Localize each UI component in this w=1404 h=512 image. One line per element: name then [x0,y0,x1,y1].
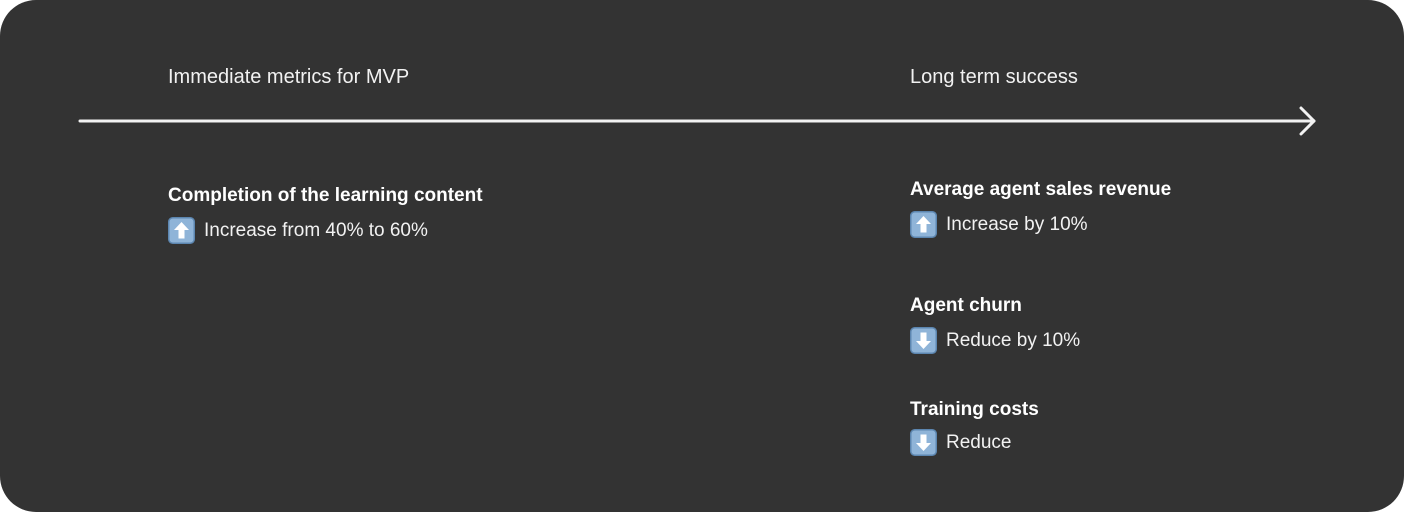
down-arrow-icon [910,327,937,354]
up-arrow-icon [910,211,937,238]
metric-agent-churn: Agent churn Reduce by 10% [910,294,1080,354]
metric-agent-sales-revenue: Average agent sales revenue Increase by … [910,178,1171,238]
long-term-success-heading: Long term success [910,66,1078,88]
metric-title: Agent churn [910,295,1022,316]
metric-title: Training costs [910,399,1039,420]
metric-detail-row: Increase from 40% to 60% [168,217,483,244]
metric-detail-row: Reduce by 10% [910,327,1080,354]
immediate-metrics-heading: Immediate metrics for MVP [168,66,410,88]
metric-detail-text: Increase from 40% to 60% [204,220,428,241]
up-arrow-icon [168,217,195,244]
metric-training-costs: Training costs Reduce [910,398,1039,456]
metric-detail-text: Reduce by 10% [946,330,1081,351]
metric-completion: Completion of the learning content Incre… [168,184,483,244]
metric-title: Average agent sales revenue [910,179,1172,200]
down-arrow-icon [910,429,937,456]
metric-detail-text: Increase by 10% [946,214,1088,235]
metric-title: Completion of the learning content [168,185,483,206]
timeline-arrow [78,106,1316,136]
metric-detail-row: Increase by 10% [910,211,1171,238]
metric-detail-row: Reduce [910,429,1039,456]
metric-detail-text: Reduce [946,432,1012,453]
